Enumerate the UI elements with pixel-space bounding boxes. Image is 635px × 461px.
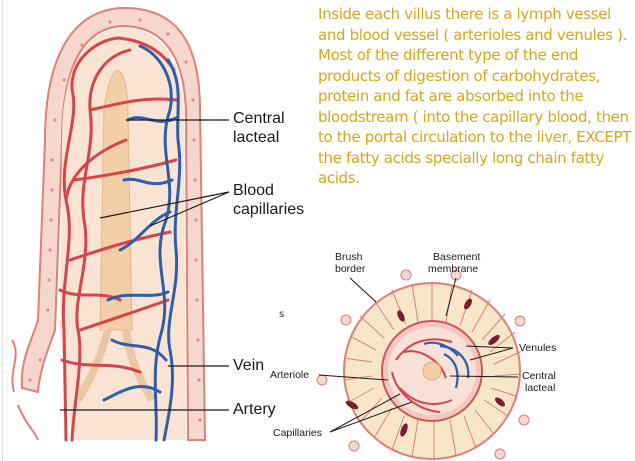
label-basement-membrane-line2: membrane <box>428 263 478 275</box>
label-venules: Venules <box>519 342 556 354</box>
label-central-lacteal-cs-line2: lacteal <box>525 382 555 394</box>
label-capillaries: Capillaries <box>273 427 322 439</box>
label-basement-membrane-line1: Basement <box>433 251 480 263</box>
label-brush-border-line1: Brush <box>335 251 362 263</box>
label-central-lacteal-cs-line1: Central <box>522 370 556 382</box>
label-brush-border-line2: border <box>335 263 365 275</box>
label-arteriole: Arteriole <box>270 369 309 381</box>
